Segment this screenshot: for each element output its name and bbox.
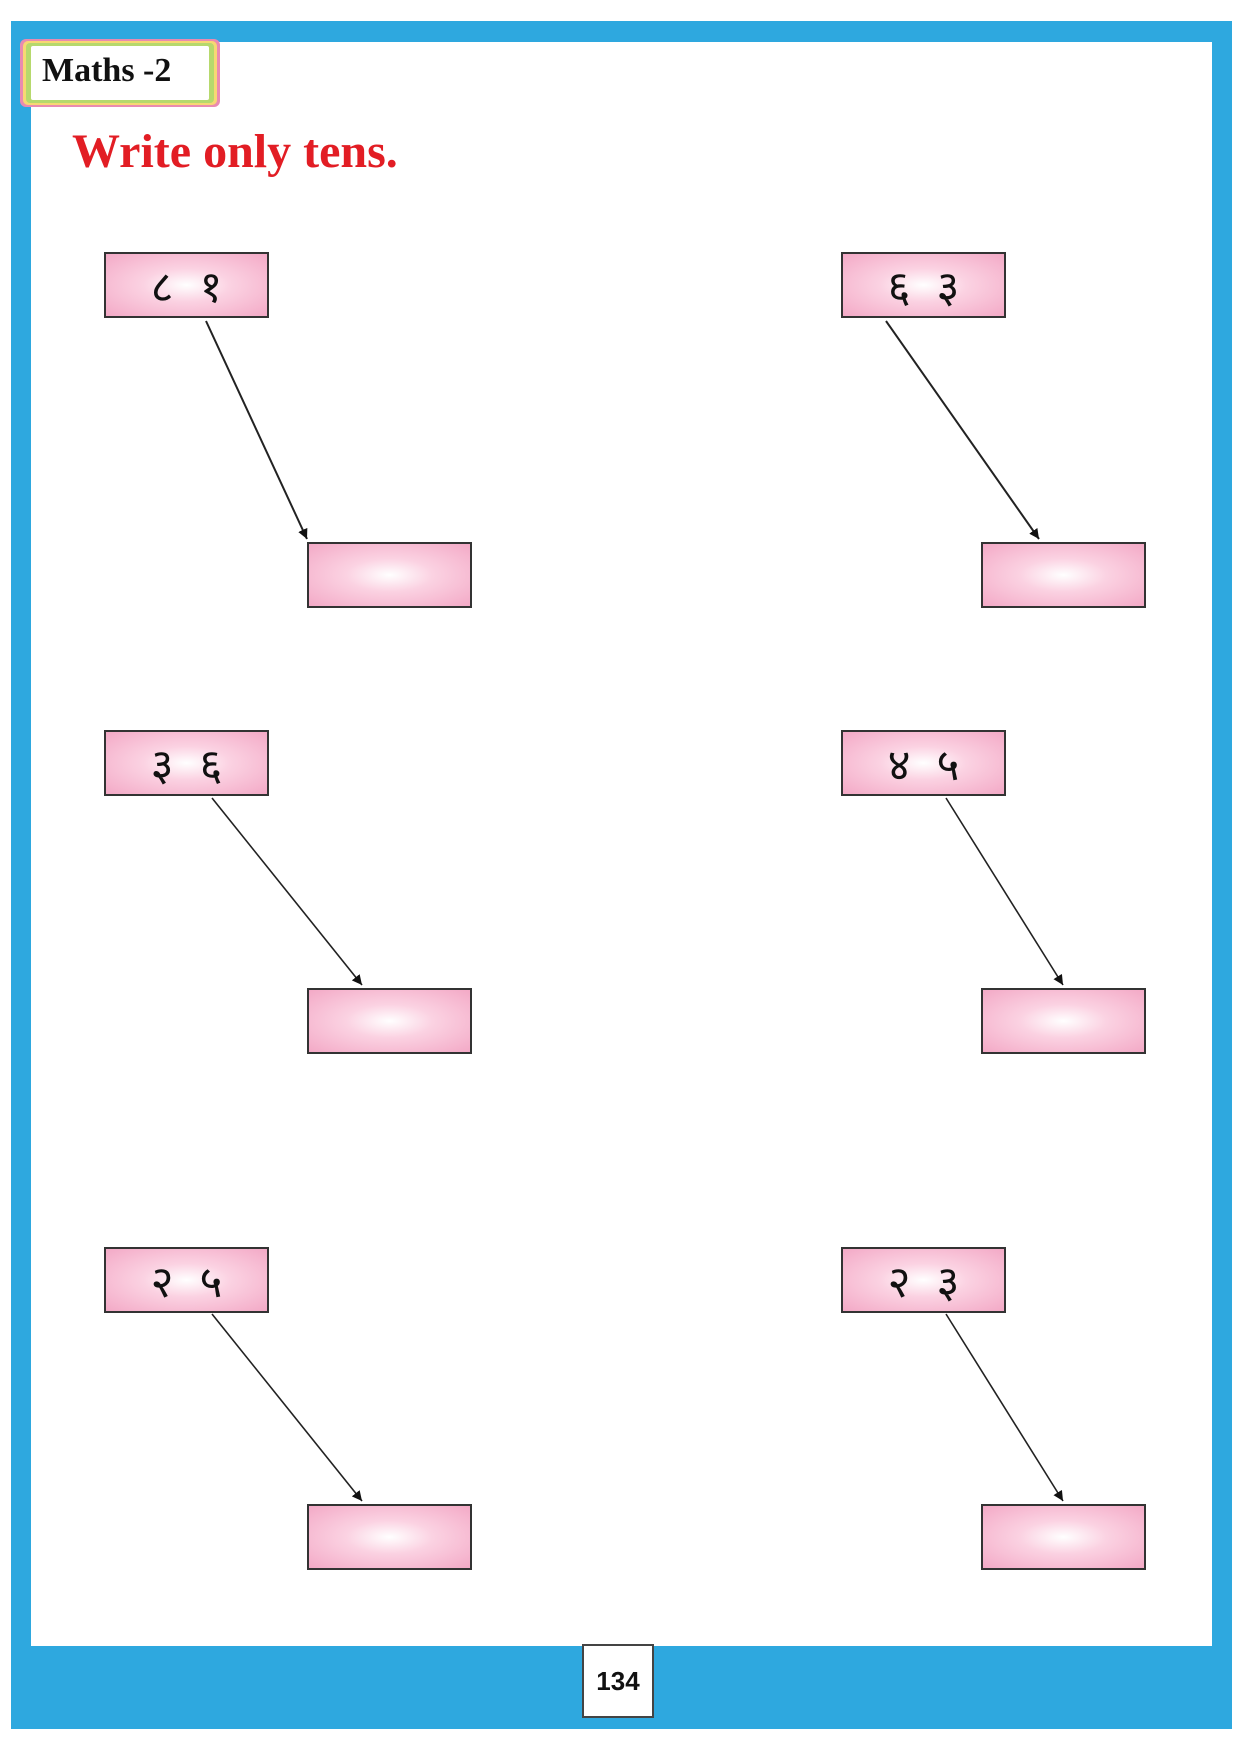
number-text: ४५: [887, 740, 986, 791]
arrow-6: [945, 1313, 1064, 1502]
page-number: 134: [582, 1644, 654, 1718]
number-text: २५: [150, 1257, 249, 1308]
answer-box[interactable]: [307, 988, 472, 1054]
number-box: २५: [104, 1247, 269, 1313]
number-text: ६३: [887, 262, 986, 313]
number-box: ६३: [841, 252, 1006, 318]
arrow-5: [211, 1313, 363, 1502]
arrow-1: [205, 320, 308, 540]
number-text: ८१: [150, 262, 249, 313]
number-box: ८१: [104, 252, 269, 318]
answer-box[interactable]: [307, 542, 472, 608]
answer-text: [983, 1506, 1144, 1568]
arrow-3: [211, 797, 363, 986]
answer-box[interactable]: [307, 1504, 472, 1570]
answer-box[interactable]: [981, 1504, 1146, 1570]
answer-text: [983, 990, 1144, 1052]
number-text: २३: [887, 1257, 986, 1308]
answer-text: [309, 990, 470, 1052]
number-box: २३: [841, 1247, 1006, 1313]
number-box: ३६: [104, 730, 269, 796]
answer-box[interactable]: [981, 988, 1146, 1054]
answer-text: [309, 1506, 470, 1568]
subject-tag-label: Maths -2: [42, 52, 172, 89]
arrow-4: [945, 797, 1064, 986]
instruction-title: Write only tens.: [72, 125, 398, 178]
answer-text: [983, 544, 1144, 606]
answer-box[interactable]: [981, 542, 1146, 608]
answer-text: [309, 544, 470, 606]
arrow-2: [885, 320, 1040, 540]
subject-tag-inner: [31, 46, 209, 100]
number-text: ३६: [150, 740, 249, 791]
number-box: ४५: [841, 730, 1006, 796]
